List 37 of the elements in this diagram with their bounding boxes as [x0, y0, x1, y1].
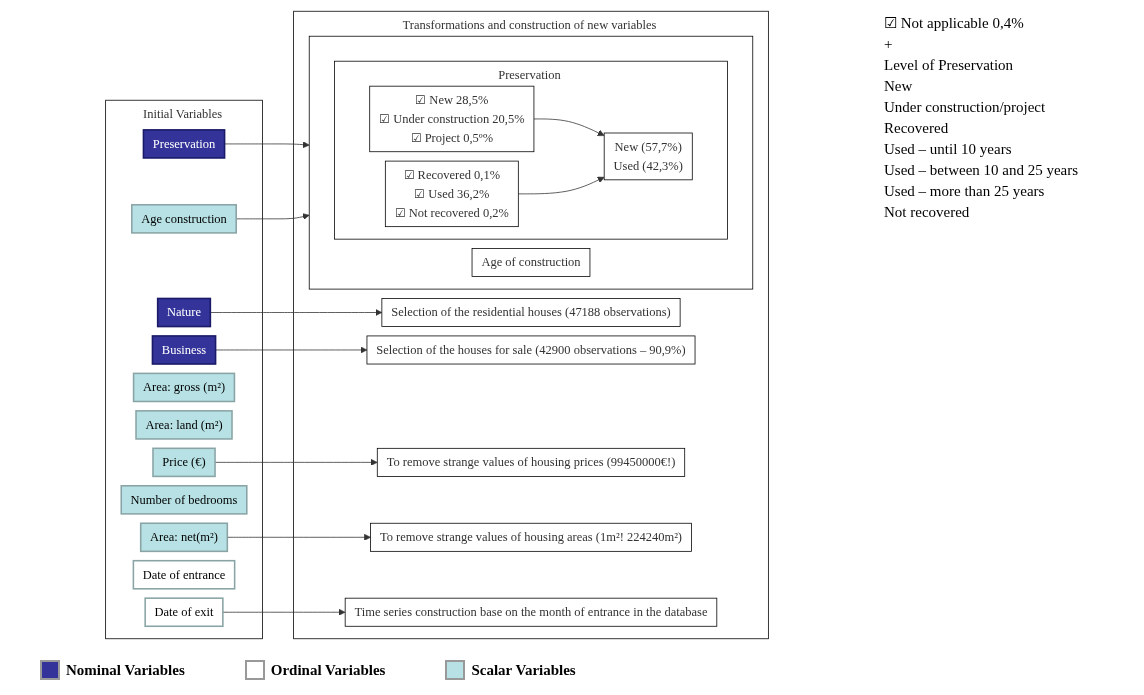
legend-label: Nominal Variables: [66, 661, 185, 679]
node-box: [132, 372, 236, 403]
note-text: New: [884, 78, 914, 95]
note-text: Under construction/project: [884, 99, 1047, 116]
note-text: Used – more than 25 years: [884, 183, 1046, 200]
node-box: [132, 559, 236, 590]
note-text: +: [884, 36, 894, 53]
note-text: ☑ Not applicable 0,4%: [884, 14, 1025, 32]
legend-label: Scalar Variables: [471, 661, 576, 679]
node-box: [471, 248, 591, 277]
node-box: [344, 597, 718, 627]
node-box: [366, 335, 696, 365]
node-box: [152, 447, 216, 478]
cluster: [334, 60, 728, 240]
node-box: [120, 485, 248, 515]
note-text: Not recovered: [884, 204, 971, 221]
note-text: Used – until 10 years: [884, 141, 1013, 158]
node-box: [131, 204, 237, 234]
note-text: Recovered: [884, 120, 950, 137]
cluster: [293, 10, 769, 640]
legend-label: Ordinal Variables: [270, 661, 386, 679]
node-box: [156, 297, 212, 328]
note-text: Used – between 10 and 25 years: [884, 162, 1080, 179]
note-text: Level of Preservation: [884, 57, 1015, 74]
node-box: [384, 160, 519, 228]
node-box: [381, 298, 681, 327]
node-box: [139, 522, 229, 553]
cluster: [308, 35, 754, 290]
node-box: [376, 447, 686, 477]
cluster: [105, 99, 263, 640]
node-box: [151, 335, 217, 365]
node-box: [369, 85, 535, 153]
node-box: [144, 597, 224, 628]
node-box: [370, 522, 692, 552]
node-box: [135, 410, 233, 440]
node-box: [603, 132, 693, 181]
node-box: [142, 129, 226, 159]
